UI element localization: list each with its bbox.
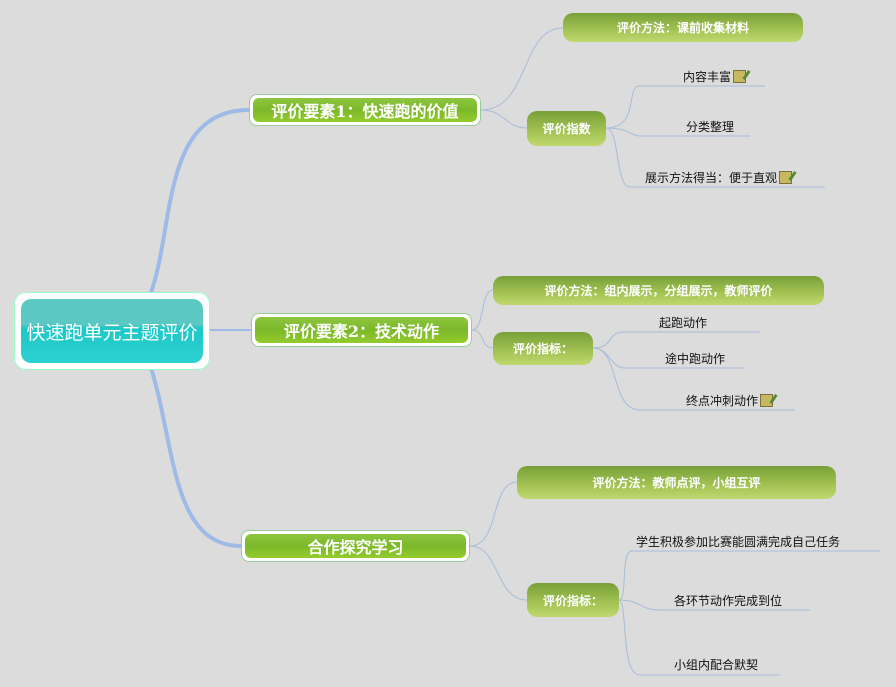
leaf-label: 各环节动作完成到位 [674, 594, 783, 608]
leaf-label: 起跑动作 [659, 316, 708, 330]
root-link-1 [148, 108, 250, 296]
leaf-label: 学生积极参加比赛能圆满完成自己任务 [636, 535, 841, 549]
leaf-node[interactable]: 内容丰富 [683, 68, 747, 85]
method-node-2[interactable]: 评价方法：组内展示，分组展示，教师评价 [493, 276, 824, 305]
leaf-label: 展示方法得当：便于直观 [645, 171, 778, 185]
index-node-3[interactable]: 评价指标： [527, 583, 619, 617]
leaf-label: 小组内配合默契 [674, 658, 759, 672]
method-node-3[interactable]: 评价方法：教师点评，小组互评 [517, 466, 836, 499]
root-label: 快速跑单元主题评价 [21, 299, 203, 363]
leaf-label: 内容丰富 [683, 70, 732, 84]
leaf-label: 途中跑动作 [665, 352, 726, 366]
leaf-node[interactable]: 分类整理 [686, 118, 734, 135]
branch-node-2[interactable]: 评价要素2：技术动作 [251, 313, 472, 347]
branch-label: 合作探究学习 [245, 534, 466, 558]
leaf-node[interactable]: 小组内配合默契 [674, 656, 758, 673]
root-link-3 [148, 364, 242, 548]
leaf-label: 分类整理 [686, 120, 735, 134]
method-node-1[interactable]: 评价方法：课前收集材料 [563, 13, 803, 42]
leaf-node[interactable]: 终点冲刺动作 [686, 392, 774, 409]
branch-label: 评价要素1：快速跑的价值 [253, 98, 477, 122]
note-icon[interactable] [733, 70, 747, 83]
branch-label: 评价要素2：技术动作 [255, 317, 468, 343]
index-node-2[interactable]: 评价指标： [493, 332, 593, 365]
note-icon[interactable] [760, 394, 774, 407]
leaf-node[interactable]: 学生积极参加比赛能圆满完成自己任务 [636, 533, 840, 550]
leaf-node[interactable]: 起跑动作 [659, 314, 707, 331]
index-node-1[interactable]: 评价指数 [527, 111, 606, 146]
branch-node-3[interactable]: 合作探究学习 [241, 530, 470, 562]
root-node[interactable]: 快速跑单元主题评价 [14, 292, 210, 370]
note-icon[interactable] [779, 171, 793, 184]
leaf-node[interactable]: 途中跑动作 [665, 350, 725, 367]
leaf-node[interactable]: 各环节动作完成到位 [674, 592, 782, 609]
leaf-node[interactable]: 展示方法得当：便于直观 [645, 169, 793, 186]
branch-node-1[interactable]: 评价要素1：快速跑的价值 [249, 94, 481, 126]
leaf-label: 终点冲刺动作 [686, 394, 759, 408]
